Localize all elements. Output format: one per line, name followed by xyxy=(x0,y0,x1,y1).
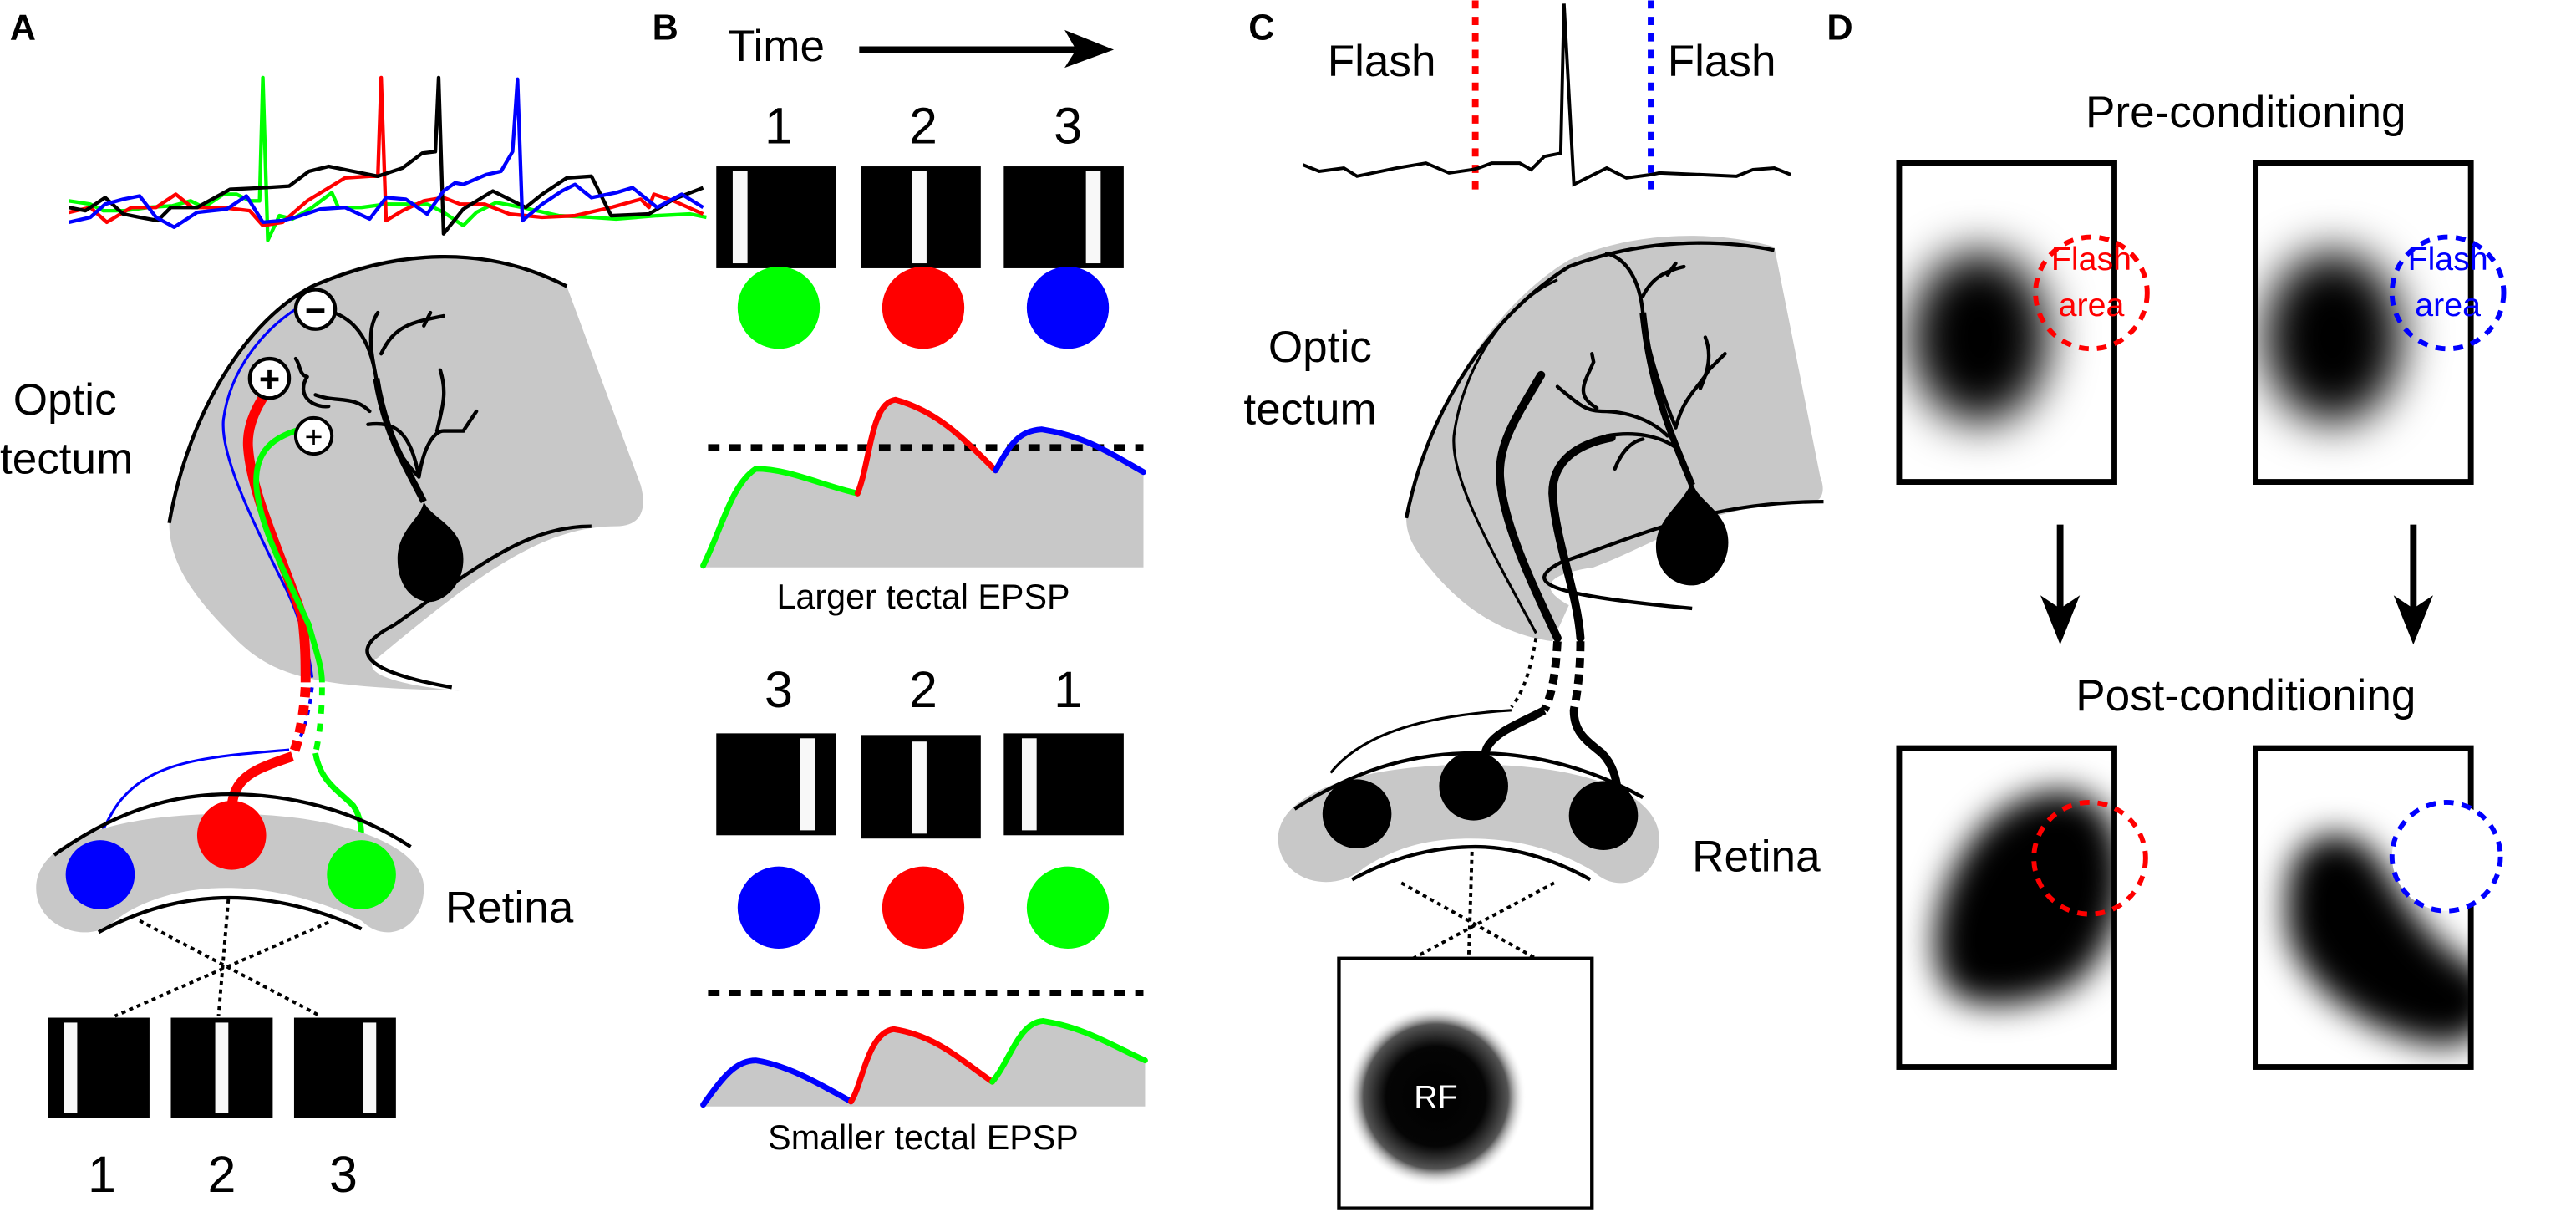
retina-label: Retina xyxy=(445,883,574,932)
trace-blue xyxy=(69,77,704,229)
projection-lines xyxy=(114,899,330,1018)
time-label: Time xyxy=(728,22,825,71)
neuron-soma xyxy=(397,502,464,603)
optic-tectum-label-line2: tectum xyxy=(0,435,133,484)
flash-label-left: Flash xyxy=(1328,37,1436,86)
retinal-cell-green xyxy=(327,840,396,909)
panel-c-label: C xyxy=(1248,8,1274,48)
spike-traces xyxy=(69,75,707,242)
flash-area-circle-blue xyxy=(2389,234,2507,352)
epsp-smaller xyxy=(700,990,1148,1108)
time-arrow-icon xyxy=(859,29,1115,69)
sequence-number: 2 xyxy=(909,661,937,718)
trace-red xyxy=(69,75,704,227)
tectum-outline-top xyxy=(167,254,568,524)
retinal-cell xyxy=(1439,751,1508,821)
flash-area-circle-red xyxy=(2031,800,2148,917)
rf-map-pre-red: Flash area xyxy=(1896,160,2150,485)
sequence-number: 3 xyxy=(765,661,793,718)
sequence-number: 2 xyxy=(909,98,937,155)
flash-area-text: area xyxy=(2415,287,2481,323)
panel-c: C Flash Flash Optic tectum xyxy=(1243,0,1824,1210)
synapse-sign-plus: + xyxy=(305,419,323,454)
retinal-cell xyxy=(1322,779,1392,849)
neuron-axon-main xyxy=(373,378,427,503)
rf-map-pre-blue: Flash area xyxy=(2253,160,2507,485)
retinal-cell-blue xyxy=(65,840,135,909)
pre-conditioning-title: Pre-conditioning xyxy=(2086,88,2406,137)
synapse-sign-plus: + xyxy=(259,359,280,400)
axon-green xyxy=(253,425,325,683)
optic-tectum-c xyxy=(1404,236,1824,643)
retina-fill xyxy=(36,813,424,933)
spike-trace-c xyxy=(1302,3,1791,187)
panel-d: D Pre-conditioning Flash area Flash area xyxy=(1827,8,2507,1070)
stimulus-number-2: 2 xyxy=(207,1146,236,1203)
flash-area-text: Flash xyxy=(2408,241,2488,278)
retinal-cell xyxy=(1568,781,1639,850)
sequence-number: 1 xyxy=(1054,661,1082,718)
flash-area-circle-red xyxy=(2033,234,2150,352)
optic-nerve-dashed-c xyxy=(1329,637,1623,803)
stimulus-1 xyxy=(48,1017,150,1118)
flash-label-right: Flash xyxy=(1668,37,1776,86)
synapse-excitatory-2: + xyxy=(293,415,334,456)
flash-area-circle-blue xyxy=(2389,800,2503,914)
rf-map-post-red xyxy=(1896,745,2148,1070)
stimulus-number-1: 1 xyxy=(88,1146,116,1203)
panel-a: A − + xyxy=(0,8,707,1203)
retina-a xyxy=(36,792,424,934)
sequence-number: 1 xyxy=(765,98,793,155)
post-conditioning-title: Post-conditioning xyxy=(2076,671,2416,721)
panel-d-label: D xyxy=(1827,8,1852,48)
arrow-down-icon xyxy=(2393,524,2433,645)
optic-tectum-label-c-line1: Optic xyxy=(1268,323,1372,372)
receptive-field-blob xyxy=(1345,1006,1527,1188)
epsp-larger xyxy=(700,396,1146,569)
rf-label: RF xyxy=(1414,1079,1457,1116)
stimulus-number-3: 3 xyxy=(329,1146,358,1203)
stimulus-row-b-top xyxy=(716,166,1124,268)
synapse-sign-minus: − xyxy=(305,291,326,331)
larger-epsp-caption: Larger tectal EPSP xyxy=(776,578,1070,616)
tectum-outline-bottom xyxy=(365,524,592,690)
panel-b-label: B xyxy=(653,8,678,48)
synapse-inhibitory: − xyxy=(293,288,338,331)
receptive-field-box: RF xyxy=(1337,956,1594,1210)
panel-b: B Time 1 2 3 Larger tectal EPSP 3 2 xyxy=(653,8,1148,1157)
retinal-cell-red xyxy=(196,800,267,870)
stimulus-2 xyxy=(170,1017,273,1118)
arrow-down-icon xyxy=(2040,524,2081,645)
rf-map-post-blue xyxy=(2253,745,2503,1070)
color-dots-b-bottom xyxy=(737,866,1110,949)
panel-a-label: A xyxy=(10,8,36,48)
trace-black xyxy=(69,75,704,236)
optic-tectum-label-c-line2: tectum xyxy=(1243,385,1376,435)
smaller-epsp-caption: Smaller tectal EPSP xyxy=(768,1118,1079,1157)
projection-lines-c xyxy=(1400,851,1555,960)
color-dots-b-top xyxy=(737,266,1110,349)
retina-label-c: Retina xyxy=(1692,833,1821,882)
stimulus-row-b-bottom xyxy=(716,733,1124,839)
optic-tectum-a: − + + xyxy=(167,254,643,691)
stimulus-3 xyxy=(293,1017,396,1118)
stimulus-row-a xyxy=(48,1017,396,1118)
optic-tectum-label-line1: Optic xyxy=(13,375,117,425)
trace-green xyxy=(69,75,707,242)
flash-area-text: area xyxy=(2059,287,2125,323)
retina-c xyxy=(1278,751,1659,884)
sequence-number: 3 xyxy=(1054,98,1082,155)
flash-area-text: Flash xyxy=(2051,241,2131,278)
synapse-excitatory-1: + xyxy=(247,356,292,400)
